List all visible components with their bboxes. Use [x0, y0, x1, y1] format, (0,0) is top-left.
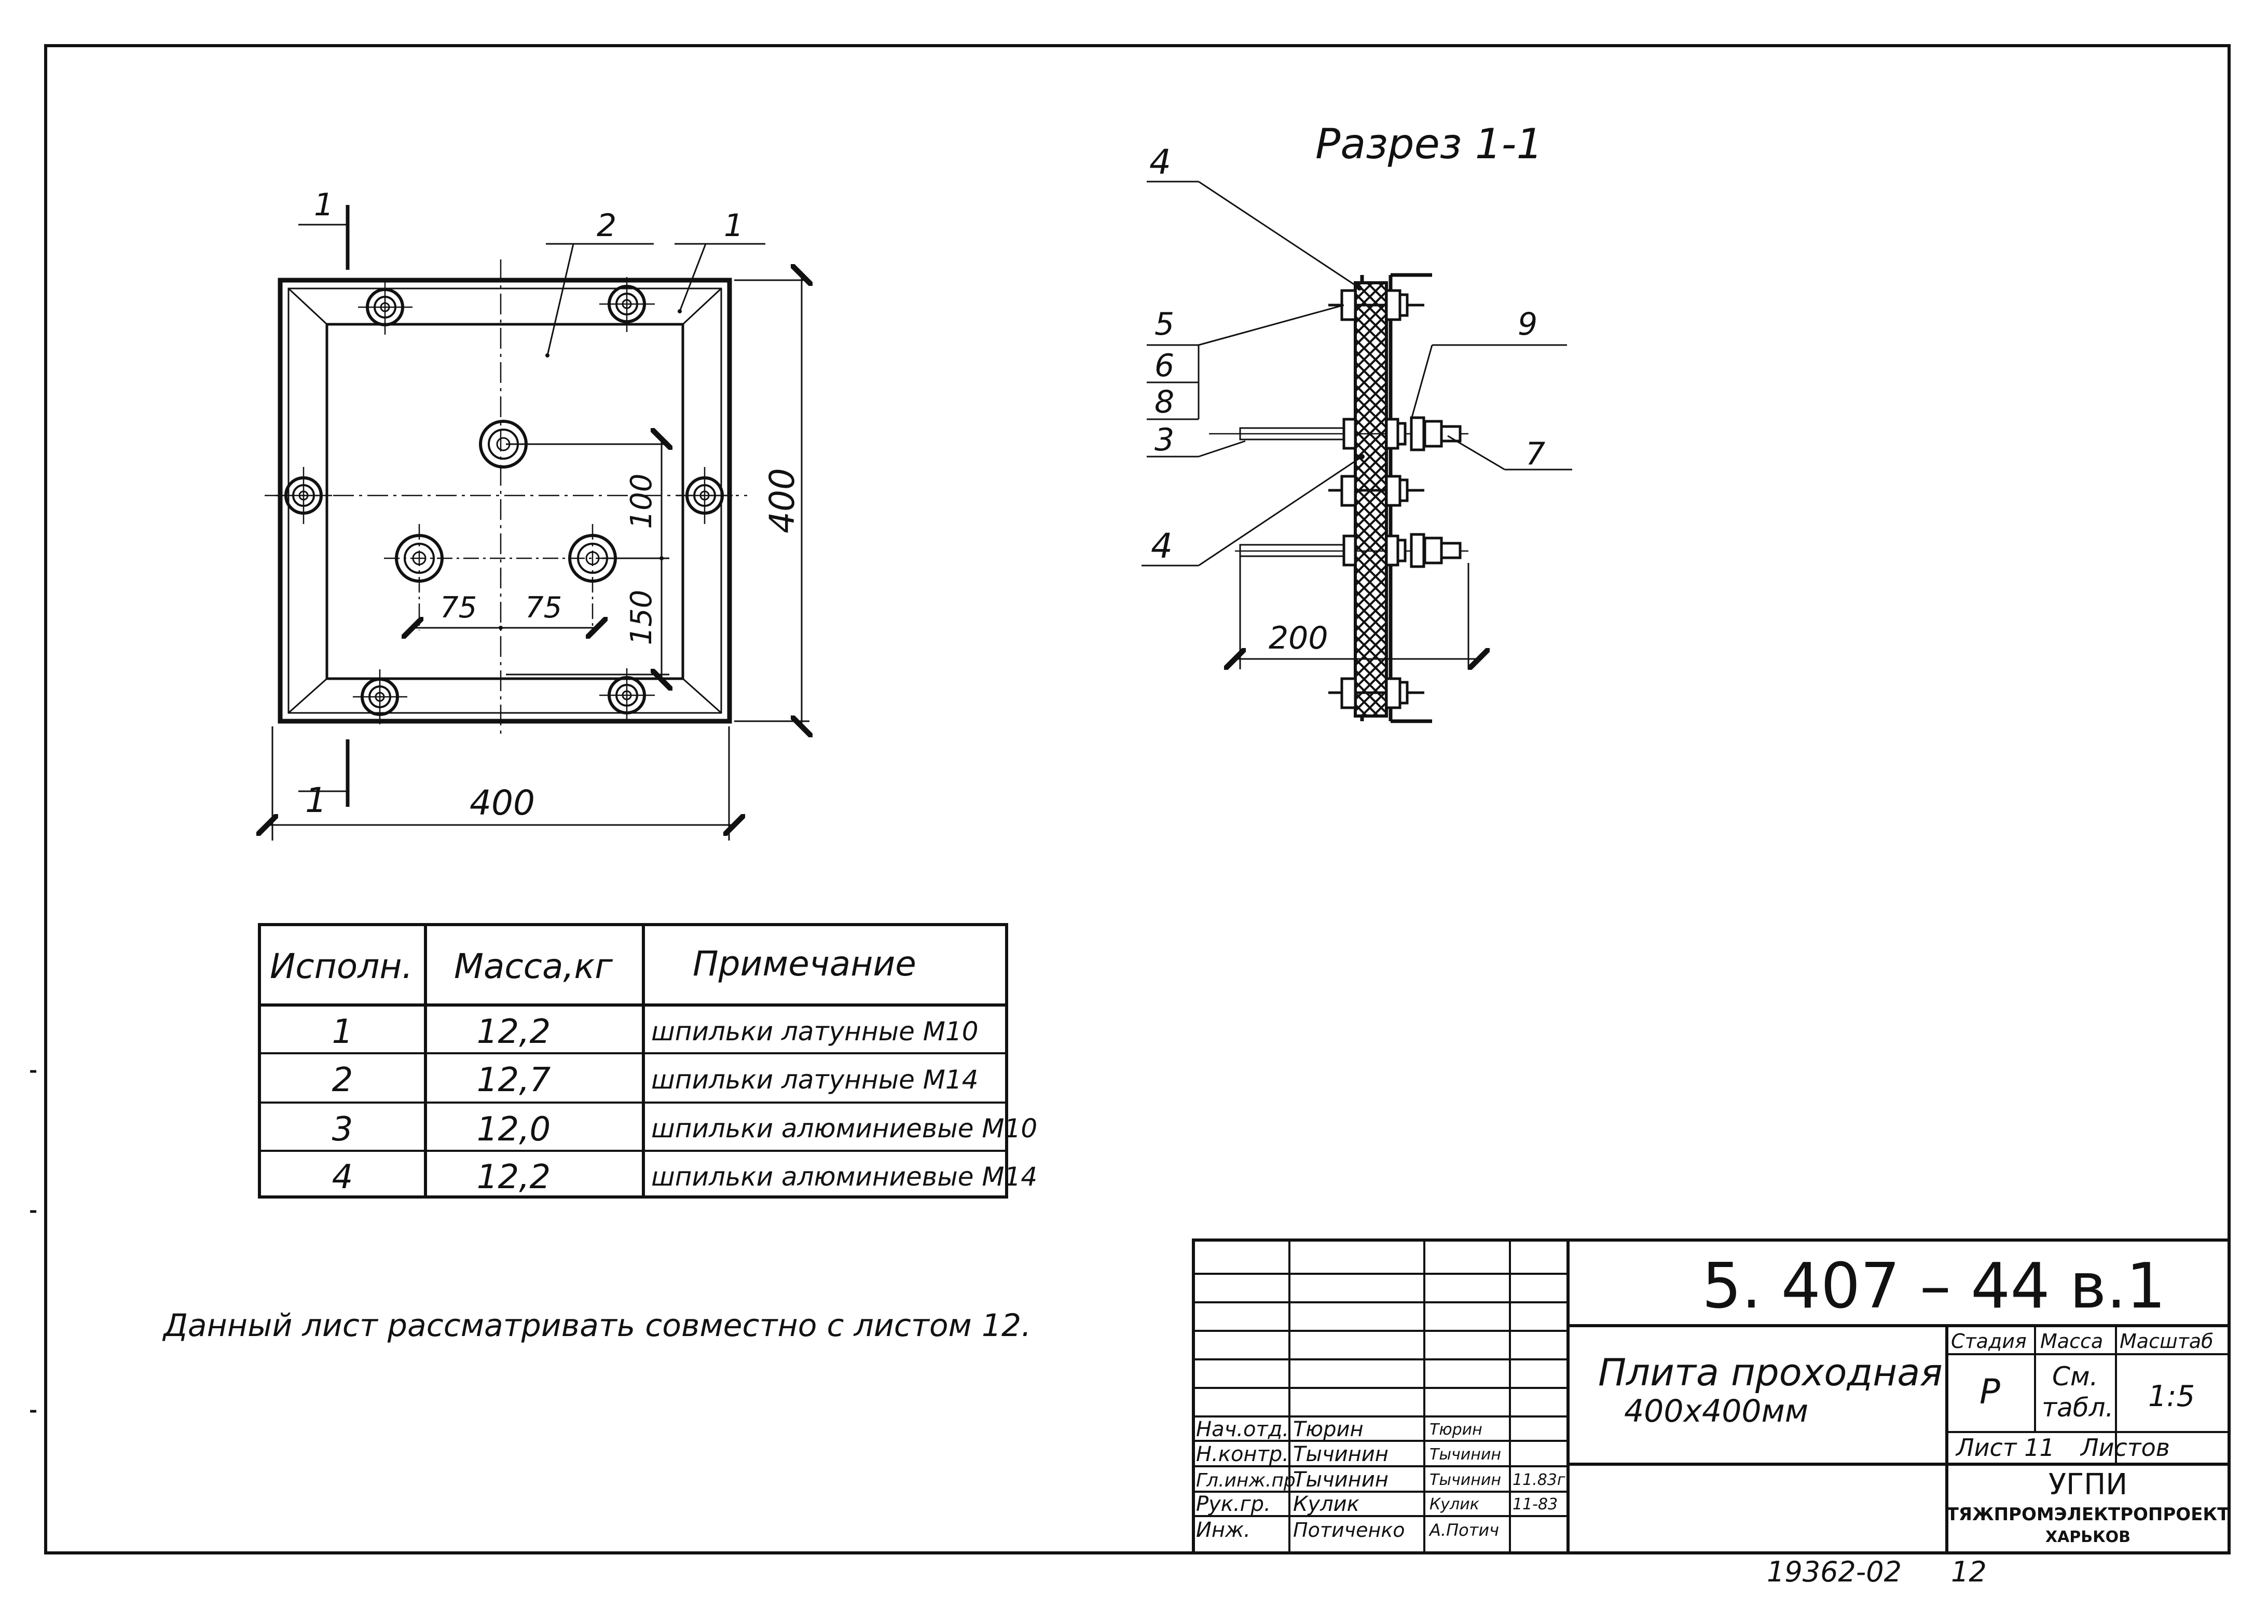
org-name-3: ХАРЬКОВ — [2045, 1528, 2130, 1546]
section-label-6: 6 — [1154, 348, 1174, 384]
dim-100: 100 — [625, 474, 658, 529]
section-label-4-top: 4 — [1149, 142, 1171, 182]
archive-number: 19362-02 — [1767, 1556, 1902, 1588]
scale-value: 1:5 — [2148, 1380, 2195, 1413]
table-row: 4 12,2 шпильки алюминиевые М14 — [332, 1158, 1038, 1196]
plate-inner-frame — [325, 323, 684, 680]
approval-role: Инж. — [1196, 1518, 1250, 1542]
svg-text:12,2: 12,2 — [477, 1013, 551, 1051]
svg-text:шпильки алюминиевые М10: шпильки алюминиевые М10 — [651, 1113, 1037, 1144]
approval-name: Тычинин — [1293, 1468, 1389, 1492]
svg-text:2: 2 — [332, 1061, 353, 1099]
variants-table: Исполн. Масса,кг Примечание 1 12,2 шпиль… — [258, 923, 1038, 1199]
table-row: 1 12,2 шпильки латунные М10 — [332, 1013, 979, 1051]
approval-role: Нач.отд. — [1196, 1417, 1289, 1441]
table-row: 3 12,0 шпильки алюминиевые М10 — [332, 1110, 1038, 1149]
plate-outline — [278, 278, 732, 724]
dim-150: 150 — [625, 590, 658, 645]
table-header-note: Примечание — [693, 944, 916, 984]
sheet-note: Данный лист рассматривать совместно с ли… — [162, 1308, 1031, 1344]
svg-text:4: 4 — [332, 1158, 353, 1196]
stage-value: Р — [1980, 1372, 2000, 1412]
sheet-label: Лист 11 — [1955, 1434, 2055, 1462]
dim-200: 200 — [1269, 620, 1328, 656]
section-label-3: 3 — [1154, 422, 1174, 458]
svg-text:12,7: 12,7 — [477, 1061, 551, 1099]
approval-signature: А.Потич — [1428, 1520, 1499, 1540]
callout-2: 2 — [597, 208, 616, 244]
sheet-frame — [44, 44, 2231, 1554]
dim-width-400: 400 — [470, 783, 535, 823]
approval-signature: Тюрин — [1429, 1421, 1482, 1439]
mass-value-line2: табл. — [2042, 1393, 2113, 1423]
plate-bolts — [275, 277, 733, 724]
table-row: 2 12,7 шпильки латунные М14 — [332, 1061, 979, 1099]
dim-75-right: 75 — [525, 591, 562, 625]
approval-name: Потиченко — [1293, 1519, 1405, 1542]
section-label-8: 8 — [1154, 384, 1174, 420]
svg-text:12,0: 12,0 — [477, 1110, 551, 1149]
document-code: 5. 407 – 44 в.1 — [1702, 1250, 2166, 1323]
table-header-variant: Исполн. — [270, 946, 413, 986]
title-block: 5. 407 – 44 в.1 Плита проходная 400х400м… — [1192, 1238, 2231, 1554]
dim-height-400: 400 — [762, 468, 802, 533]
section-label-9: 9 — [1518, 306, 1537, 342]
approval-role: Н.контр. — [1196, 1442, 1289, 1466]
approval-name: Кулик — [1293, 1492, 1359, 1516]
document-name-line1: Плита проходная — [1598, 1351, 1943, 1394]
svg-text:3: 3 — [332, 1110, 353, 1149]
mass-header: Масса — [2040, 1330, 2103, 1353]
approval-role: Рук.гр. — [1196, 1492, 1271, 1516]
approval-date: 11.83г — [1513, 1471, 1565, 1489]
page-number: 12 — [1951, 1556, 1987, 1588]
svg-text:12,2: 12,2 — [477, 1158, 551, 1196]
cut-mark-bottom: 1 — [305, 780, 327, 820]
scale-header: Масштаб — [2120, 1330, 2214, 1353]
approval-signature: Кулик — [1429, 1495, 1479, 1513]
svg-text:шпильки латунные М14: шпильки латунные М14 — [651, 1065, 979, 1095]
approval-name: Тычинин — [1293, 1442, 1389, 1466]
callout-1: 1 — [724, 208, 744, 244]
section-label-4-bottom: 4 — [1151, 526, 1173, 566]
section-bolts — [1209, 289, 1468, 709]
sheets-label: Листов — [2080, 1434, 2170, 1462]
plan-view: 2 1 1 1 — [265, 187, 809, 841]
approval-role: Гл.инж.пр. — [1196, 1470, 1301, 1491]
dim-75-left: 75 — [440, 591, 477, 625]
svg-text:шпильки алюминиевые М14: шпильки алюминиевые М14 — [651, 1162, 1037, 1192]
svg-text:1: 1 — [332, 1013, 353, 1051]
section-title: Разрез 1-1 — [1315, 120, 1543, 168]
svg-text:шпильки латунные М10: шпильки латунные М10 — [651, 1016, 979, 1047]
stage-header: Стадия — [1951, 1330, 2027, 1353]
cut-mark-top: 1 — [314, 187, 334, 223]
approval-date: 11-83 — [1513, 1495, 1558, 1513]
org-name-2: ТЯЖПРОМЭЛЕКТРОПРОЕКТ — [1947, 1504, 2230, 1525]
table-header-mass: Масса,кг — [454, 946, 613, 986]
approval-signature: Тычинин — [1429, 1446, 1501, 1464]
document-name-line2: 400х400мм — [1624, 1393, 1808, 1429]
approval-signature: Тычинин — [1429, 1471, 1501, 1489]
section-label-5: 5 — [1154, 306, 1174, 342]
section-label-7: 7 — [1525, 436, 1545, 472]
approval-rows: Нач.отд. Тюрин Тюрин Н.контр. Тычинин Ты… — [1196, 1417, 1565, 1542]
section-plate-hatched — [1354, 281, 1388, 718]
section-view: Разрез 1-1 — [1142, 120, 1572, 723]
org-name-1: УГПИ — [2049, 1468, 2127, 1502]
approval-name: Тюрин — [1293, 1417, 1364, 1441]
mass-value-line1: См. — [2052, 1361, 2098, 1392]
